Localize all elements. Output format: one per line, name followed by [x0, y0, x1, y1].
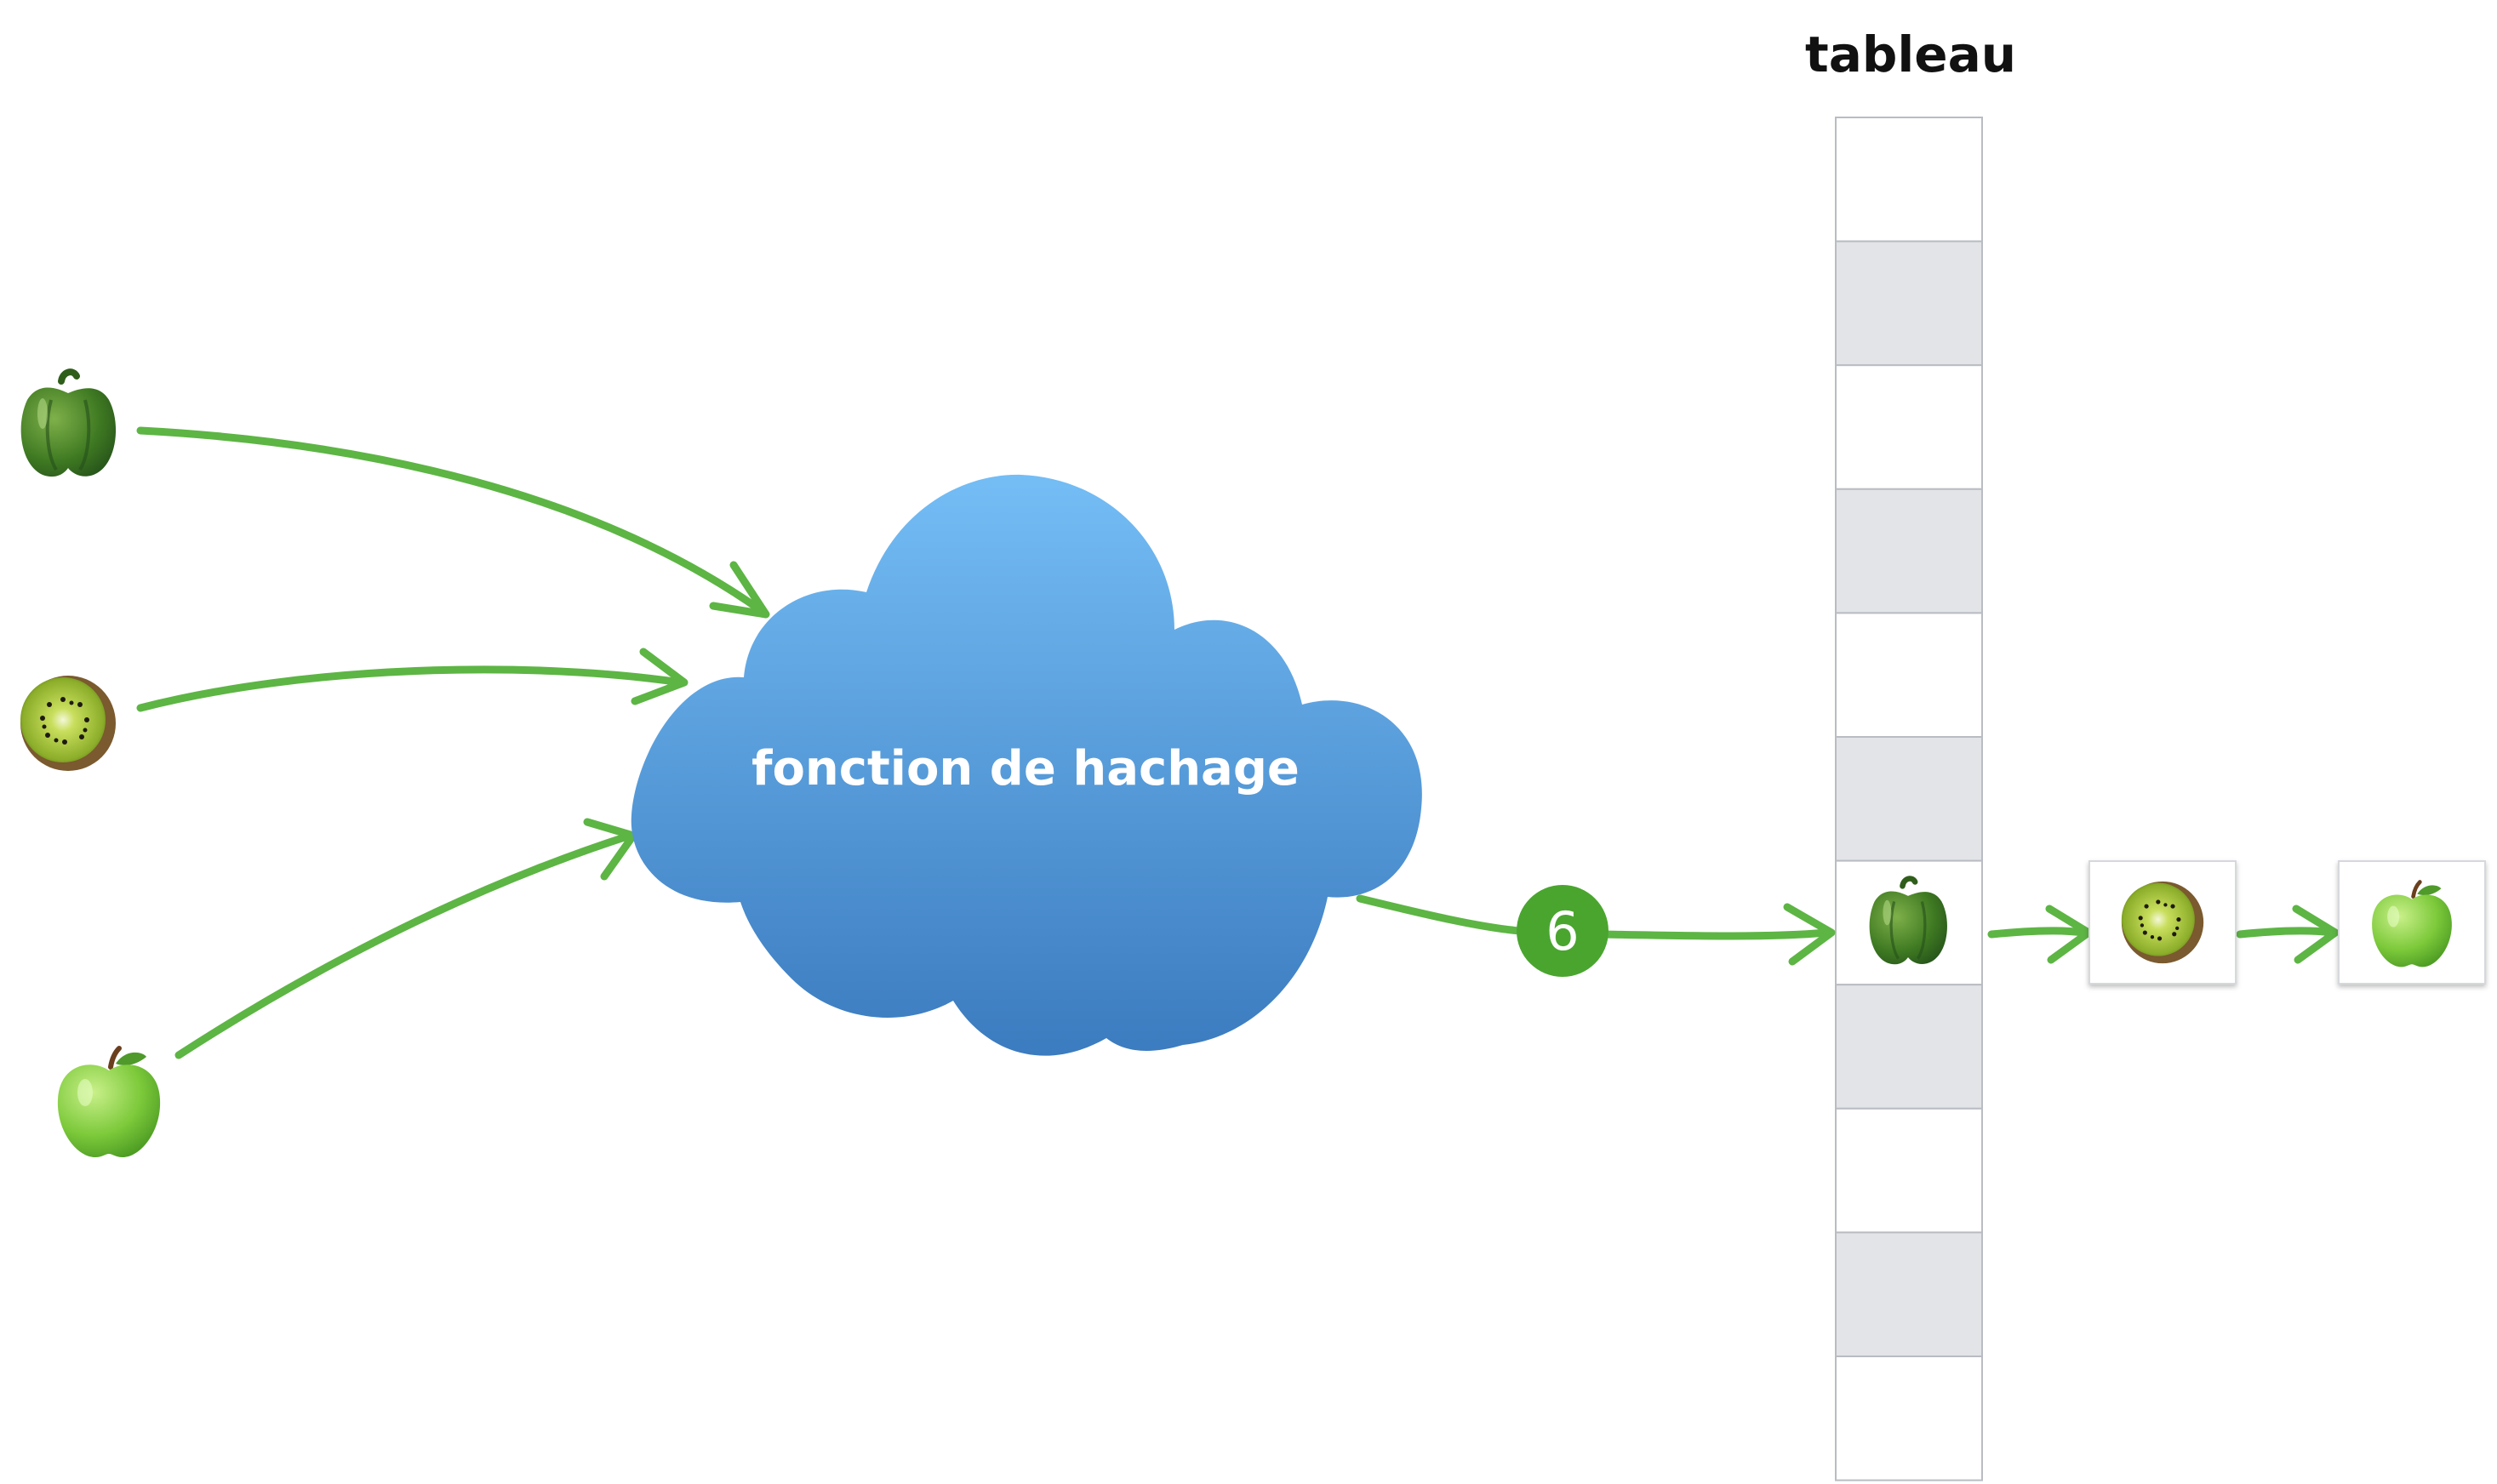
table-slot-1 — [1835, 240, 1983, 367]
table-slot-2 — [1835, 364, 1983, 490]
arrow-index-to-slot — [1599, 928, 1831, 940]
table-slot-9 — [1835, 1231, 1983, 1358]
table-slot-10 — [1835, 1356, 1983, 1481]
arrow-slot-to-kiwi-node — [1987, 927, 2088, 939]
arrow-apple-to-hash — [174, 831, 634, 1059]
arrow-hash-to-index — [1356, 894, 1524, 935]
kiwi-icon — [20, 676, 116, 771]
hash-function-label: fonction de hachage — [751, 741, 1300, 796]
hash-index-value: 6 — [1546, 900, 1579, 962]
table-slot-8 — [1835, 1107, 1983, 1234]
arrow-pepper-to-hash — [136, 426, 766, 615]
table-slot-0 — [1835, 117, 1983, 243]
chain-kiwi-icon — [2121, 881, 2204, 964]
arrow-kiwi-to-hash — [136, 665, 685, 712]
chain-node-apple — [2338, 860, 2486, 985]
table-slot-5 — [1835, 736, 1983, 862]
table-slot-7 — [1835, 984, 1983, 1110]
table-slot-4 — [1835, 612, 1983, 739]
pepper-icon — [21, 372, 116, 477]
table-title: tableau — [1805, 26, 2016, 83]
table-slot-3 — [1835, 488, 1983, 614]
arrow-kiwi-node-to-apple-node — [2236, 927, 2336, 939]
apple-icon — [58, 1048, 160, 1157]
input-arrows — [136, 426, 770, 1059]
hash-function-cloud: fonction de hachage — [631, 474, 1422, 1056]
hash-table — [1835, 117, 1983, 1481]
chain-node-kiwi — [2088, 860, 2237, 985]
hash-index-badge: 6 — [1517, 885, 1608, 977]
output-arrows — [1356, 894, 2340, 966]
input-items — [20, 372, 160, 1157]
